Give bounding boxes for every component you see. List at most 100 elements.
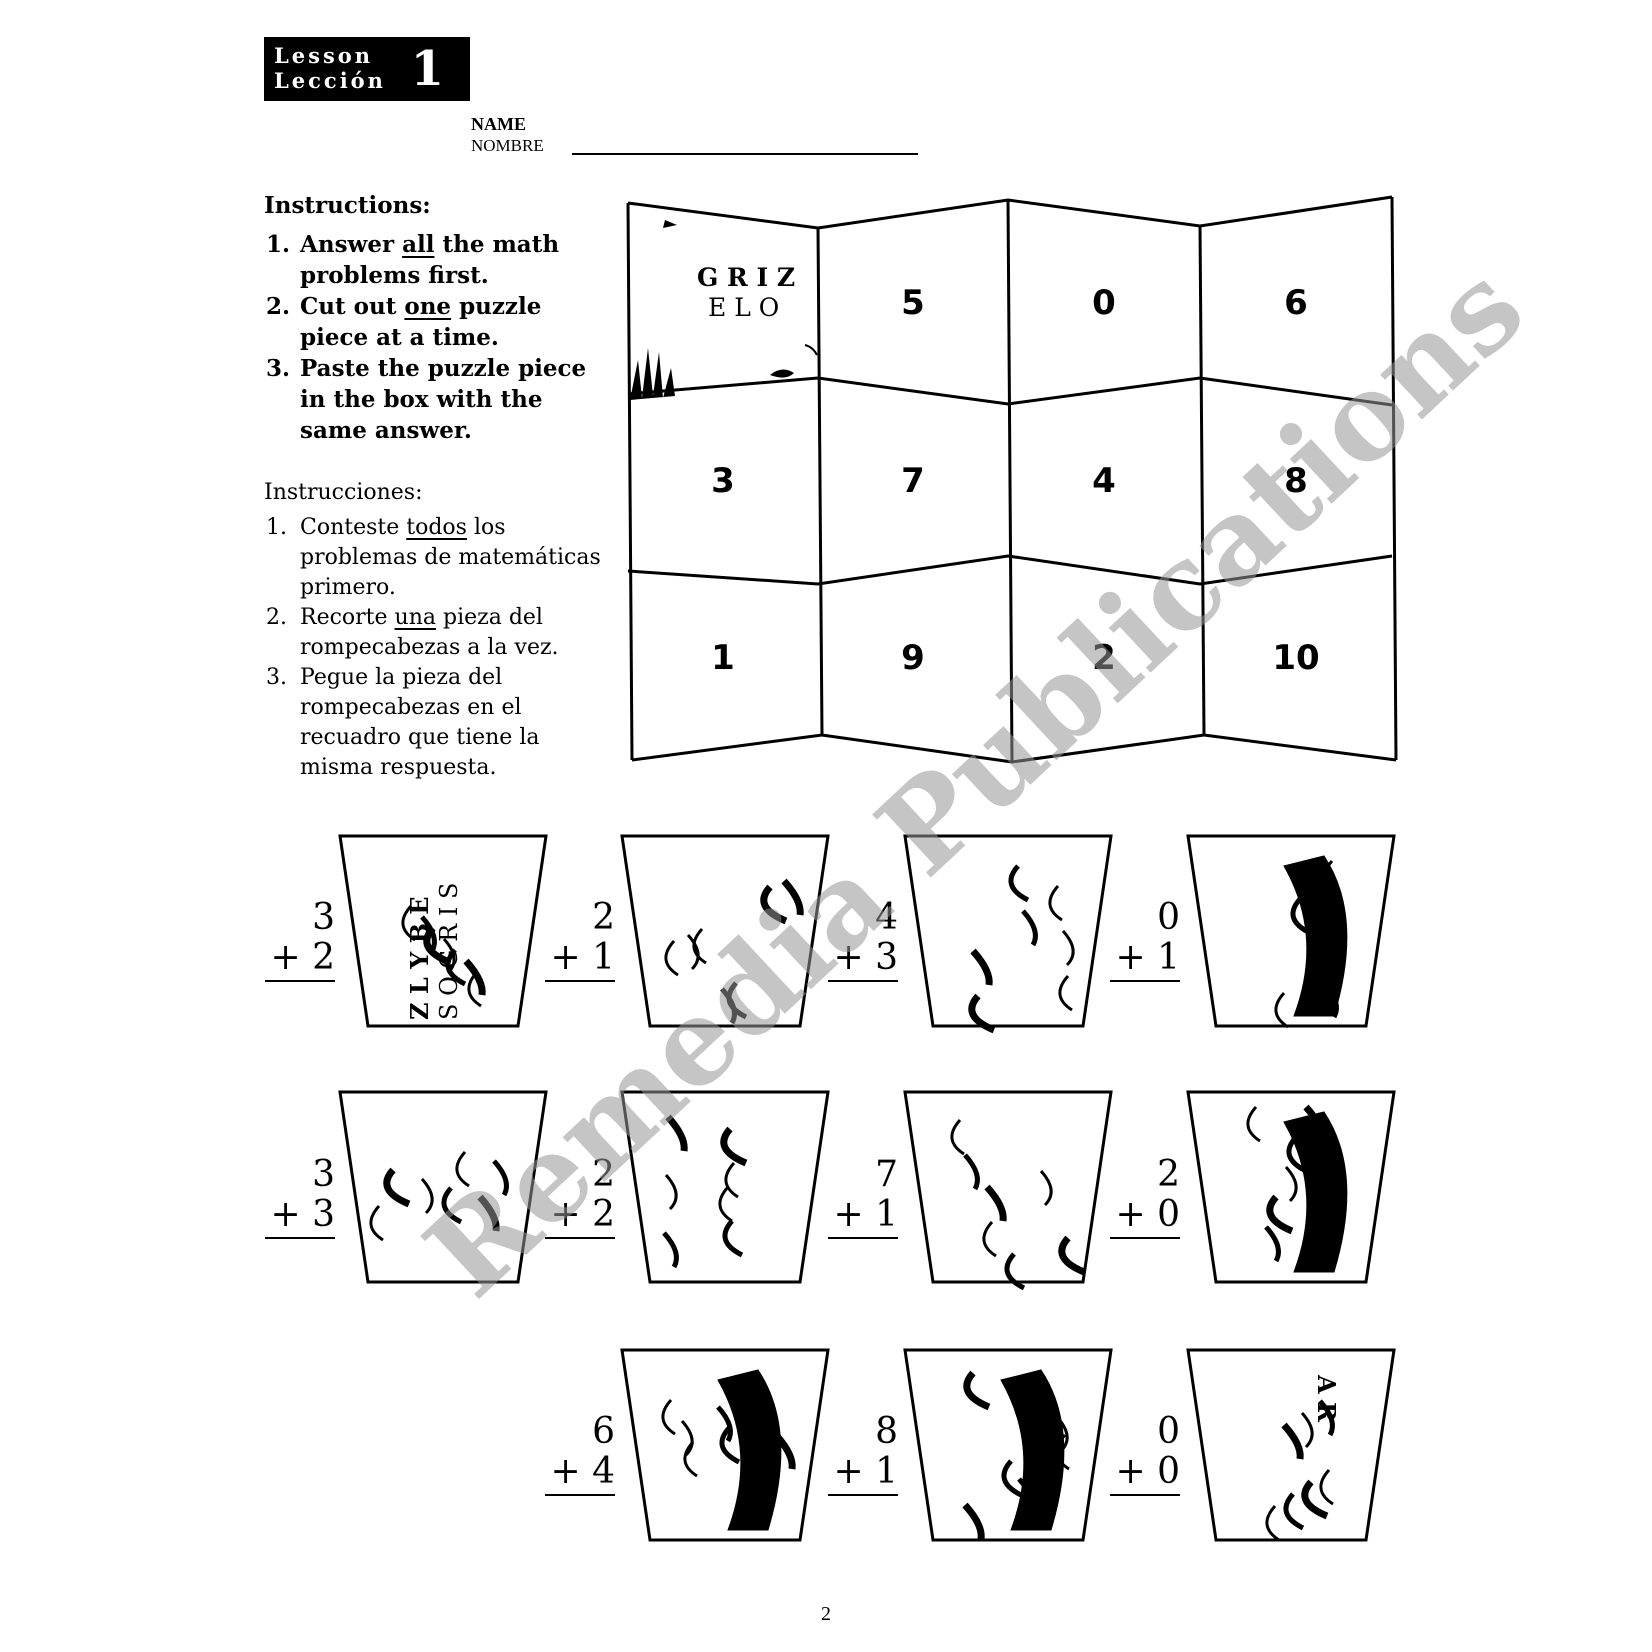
problem-addend-bottom: + 1 (1110, 938, 1180, 982)
step-text: pieza del rompecabezas a la vez. (300, 605, 559, 660)
puzzle-piece[interactable] (1186, 834, 1396, 1029)
problem-addend-bottom: + 1 (828, 1195, 898, 1239)
grid-answer-number: 9 (901, 638, 925, 678)
problem-addend-top: 0 (1157, 1411, 1180, 1452)
step-text: puzzle piece at a time. (300, 293, 542, 351)
puzzle-piece[interactable] (903, 1090, 1113, 1291)
problem-addend-bottom: + 4 (545, 1452, 615, 1496)
lesson-badge: Lesson Lección 1 (264, 37, 470, 101)
step-number: 3. (266, 665, 287, 690)
step-number: 2. (266, 293, 291, 320)
name-field-label: NAME NOMBRE (471, 113, 544, 157)
problem-addend-top: 4 (875, 897, 898, 938)
puzzle-piece[interactable] (1186, 1348, 1396, 1542)
name-label-en: NAME (471, 114, 526, 134)
step-text: Pegue la pieza del rompecabezas en el re… (300, 665, 540, 780)
addition-problem: 2+ 0 (1110, 1155, 1180, 1239)
puzzle-piece[interactable] (903, 1348, 1113, 1542)
instructions-heading-en: Instructions: (264, 192, 431, 219)
step-number: 1. (266, 515, 287, 540)
step-text: los problemas de matemáticas primero. (300, 515, 601, 600)
addition-problem: 2+ 1 (545, 898, 615, 982)
pasted-piece-text: E L O (708, 293, 779, 322)
addition-problem: 3+ 3 (265, 1155, 335, 1239)
grid-answer-number: 10 (1272, 638, 1319, 678)
problem-addend-top: 8 (875, 1411, 898, 1452)
problem-addend-top: 2 (592, 897, 615, 938)
problem-addend-bottom: + 3 (265, 1195, 335, 1239)
puzzle-piece[interactable] (620, 1090, 830, 1284)
puzzle-piece[interactable] (620, 834, 830, 1028)
instruction-step: 2. Cut out one puzzle piece at a time. (264, 291, 604, 353)
step-emphasis: one (404, 293, 452, 320)
puzzle-piece[interactable] (1186, 1090, 1396, 1284)
problem-addend-top: 6 (592, 1411, 615, 1452)
step-number: 2. (266, 605, 287, 630)
problem-addend-top: 2 (1157, 1154, 1180, 1195)
instruction-step: 1. Conteste todos los problemas de matemá… (264, 513, 604, 603)
grid-answer-number: 7 (901, 461, 925, 501)
step-text: Paste the puzzle piece in the box with t… (300, 355, 587, 444)
addition-problem: 2+ 2 (545, 1155, 615, 1239)
problem-addend-top: 0 (1157, 897, 1180, 938)
step-text: Recorte (300, 605, 395, 630)
puzzle-piece[interactable] (903, 834, 1113, 1034)
grid-answer-number: 6 (1284, 283, 1308, 323)
problem-addend-bottom: + 2 (545, 1195, 615, 1239)
addition-problem: 0+ 1 (1110, 898, 1180, 982)
puzzle-piece[interactable] (338, 834, 548, 1028)
instruction-step: 3.Paste the puzzle piece in the box with… (264, 353, 604, 446)
lesson-label-en: Lesson (274, 43, 374, 68)
step-text: Conteste (300, 515, 407, 540)
problem-addend-bottom: + 1 (828, 1452, 898, 1496)
step-text: Cut out (300, 293, 405, 320)
addition-problem: 4+ 3 (828, 898, 898, 982)
piece-text: A R (1312, 1374, 1341, 1423)
problem-addend-bottom: + 0 (1110, 1452, 1180, 1496)
step-emphasis: all (402, 231, 435, 258)
page-number: 2 (821, 1603, 831, 1625)
pasted-piece-text: G R I Z (697, 263, 795, 292)
instructions-spanish: Instrucciones: 1. Conteste todos los prob… (264, 480, 604, 783)
instructions-english: Instructions: 1. Answer all the math prob… (264, 192, 604, 446)
problem-addend-top: 7 (875, 1154, 898, 1195)
puzzle-piece[interactable] (620, 1348, 830, 1542)
piece-text: Z L Y B E (405, 896, 434, 1020)
step-text: Answer (300, 231, 403, 258)
lesson-label-es: Lección (274, 68, 386, 93)
addition-problem: 8+ 1 (828, 1412, 898, 1496)
instructions-heading-es: Instrucciones: (264, 480, 423, 505)
lesson-number: 1 (410, 41, 444, 97)
step-number: 1. (266, 231, 291, 258)
addition-problem: 7+ 1 (828, 1155, 898, 1239)
name-label-es: NOMBRE (471, 136, 544, 155)
instruction-step: 1. Answer all the math problems first. (264, 229, 604, 291)
grid-answer-number: 4 (1092, 461, 1116, 501)
grid-answer-number: 8 (1284, 461, 1308, 501)
step-text: the math problems first. (300, 231, 560, 289)
grid-answer-number: 2 (1092, 638, 1116, 678)
problem-addend-bottom: + 1 (545, 938, 615, 982)
puzzle-piece[interactable] (338, 1090, 548, 1284)
addition-problem: 6+ 4 (545, 1412, 615, 1496)
addition-problem: 3+ 2 (265, 898, 335, 982)
problem-addend-top: 3 (312, 1154, 335, 1195)
problem-addend-bottom: + 0 (1110, 1195, 1180, 1239)
grid-answer-number: 3 (711, 461, 735, 501)
problem-addend-top: 2 (592, 1154, 615, 1195)
name-write-line[interactable] (572, 153, 918, 155)
piece-text: S O G R I S (435, 883, 463, 1020)
step-emphasis: una (394, 605, 436, 630)
instruction-step: 2. Recorte una pieza del rompecabezas a l… (264, 603, 604, 663)
grid-answer-number: 1 (711, 638, 735, 678)
problem-addend-top: 3 (312, 897, 335, 938)
grid-answer-number: 0 (1092, 283, 1116, 323)
step-emphasis: todos (406, 515, 467, 540)
instruction-step: 3. Pegue la pieza del rompecabezas en el … (264, 663, 604, 783)
problem-addend-bottom: + 3 (828, 938, 898, 982)
pasted-puzzle-piece: G R I Z E L O (630, 220, 818, 400)
problem-addend-bottom: + 2 (265, 938, 335, 982)
